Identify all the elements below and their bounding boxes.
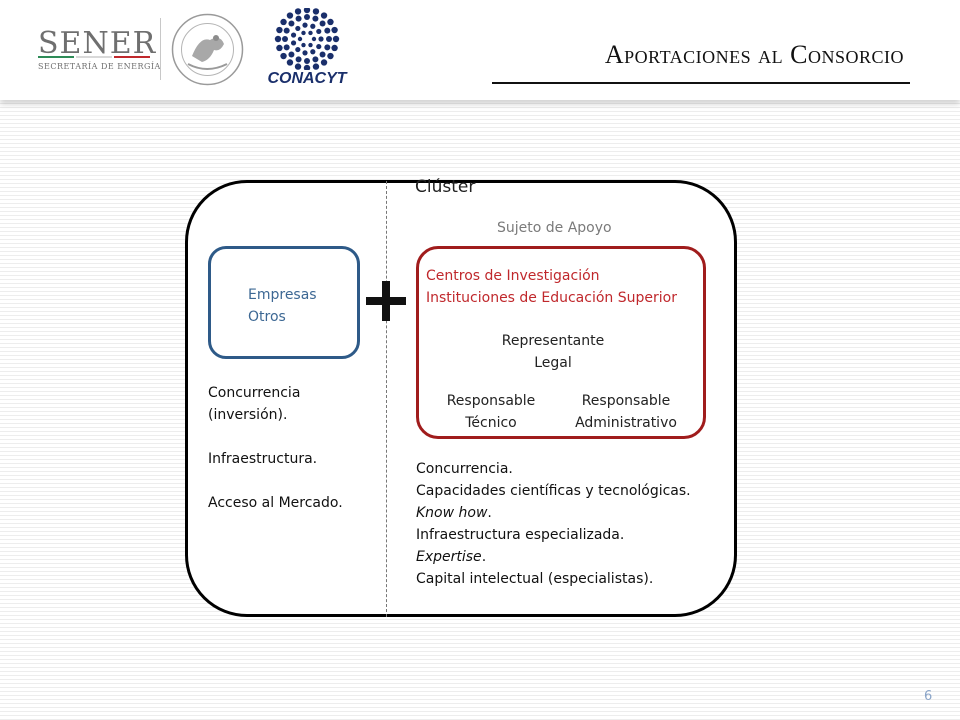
right-item-expertise: Expertise. xyxy=(416,549,487,565)
right-item-know-how: Know how. xyxy=(416,505,492,521)
responsable-admin-line2: Administrativo xyxy=(575,415,677,431)
sujeto-de-apoyo-label: Sujeto de Apoyo xyxy=(497,220,612,236)
representante-legal: Representante Legal xyxy=(453,330,653,374)
conacyt-name: CONACYT xyxy=(267,70,347,87)
responsable-tecnico: Responsable Técnico xyxy=(430,390,552,434)
companies-contributions: Concurrencia (inversión). Infraestructur… xyxy=(208,382,343,514)
responsable-administrativo: Responsable Administrativo xyxy=(560,390,692,434)
institutions-contributions: Concurrencia. Capacidades científicas y … xyxy=(416,458,691,590)
left-item-acceso: Acceso al Mercado. xyxy=(208,495,343,511)
know-how-text: Know how xyxy=(416,505,488,521)
companies-line-otros: Otros xyxy=(248,309,286,325)
left-item-concurrencia: Concurrencia xyxy=(208,385,301,401)
mexico-seal-icon xyxy=(171,13,244,86)
right-item-capacidades: Capacidades científicas y tecnológicas. xyxy=(416,483,691,499)
responsable-tecnico-line2: Técnico xyxy=(465,415,517,431)
conacyt-dots-icon xyxy=(274,6,340,72)
left-item-inversion: (inversión). xyxy=(208,407,288,423)
cluster-label: Clúster xyxy=(415,177,476,197)
plus-icon xyxy=(366,281,406,321)
institutions-box xyxy=(416,246,706,439)
sener-subtitle: SECRETARÍA DE ENERGÍA xyxy=(38,62,161,71)
sener-name: SENER xyxy=(38,26,157,61)
companies-line-empresas: Empresas xyxy=(248,287,317,303)
responsable-admin-line1: Responsable xyxy=(581,393,671,409)
companies-box xyxy=(208,246,360,359)
institutions-line-centros: Centros de Investigación xyxy=(426,268,600,284)
responsable-tecnico-line1: Responsable xyxy=(446,393,536,409)
conacyt-logo: CONACYT xyxy=(262,6,352,93)
cluster-divider xyxy=(386,181,387,617)
slide-header: SENER SECRETARÍA DE ENERGÍA CONACYT Apor… xyxy=(0,0,960,100)
left-item-infraestructura: Infraestructura. xyxy=(208,451,318,467)
logo-divider xyxy=(160,18,161,80)
title-underline xyxy=(492,82,910,84)
sener-green-line xyxy=(38,56,74,58)
representante-line1: Representante xyxy=(501,333,605,349)
right-item-concurrencia: Concurrencia. xyxy=(416,461,513,477)
sener-logo: SENER SECRETARÍA DE ENERGÍA xyxy=(28,22,160,78)
page-number: 6 xyxy=(924,689,933,704)
sener-white-line xyxy=(76,56,112,58)
institutions-text: Centros de Investigación Instituciones d… xyxy=(426,265,677,309)
right-item-infraestructura: Infraestructura especializada. xyxy=(416,527,625,543)
companies-text: Empresas Otros xyxy=(248,284,317,328)
expertise-text: Expertise xyxy=(416,549,482,565)
slide-title: Aportaciones al Consorcio xyxy=(604,40,904,69)
right-item-capital: Capital intelectual (especialistas). xyxy=(416,571,654,587)
representante-line2: Legal xyxy=(534,355,572,371)
institutions-line-ies: Instituciones de Educación Superior xyxy=(426,290,677,306)
sener-red-line xyxy=(114,56,150,58)
